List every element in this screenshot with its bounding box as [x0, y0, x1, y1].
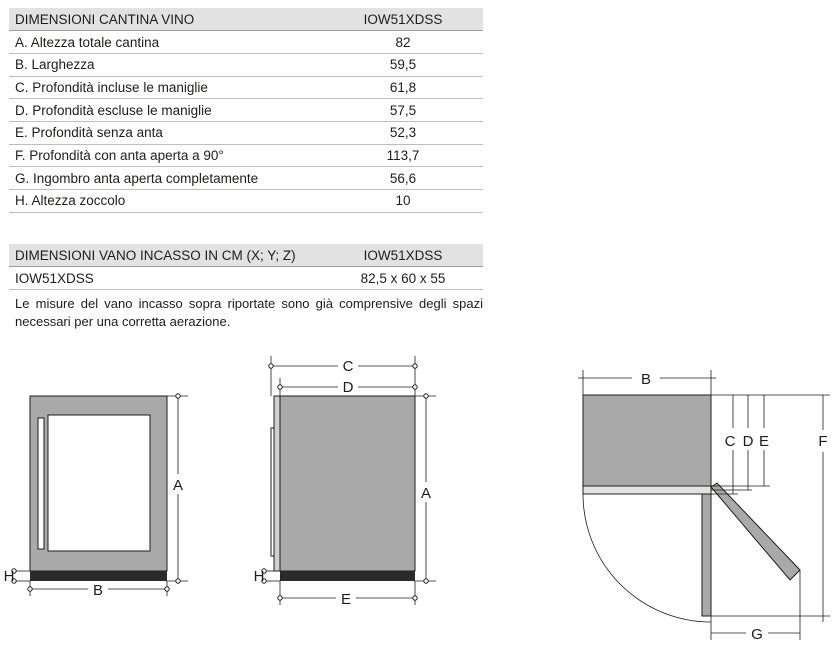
- row-value: 82,5 x 60 x 55: [323, 266, 483, 290]
- row-value: 56,6: [323, 166, 483, 190]
- side-view-drawing: C D A E H: [254, 356, 436, 608]
- row-label: IOW51XDSS: [9, 266, 323, 290]
- label-h: H: [4, 568, 15, 585]
- row-label: C. Profondità incluse le maniglie: [9, 76, 323, 100]
- label-e: E: [759, 433, 769, 450]
- top-view-drawing: B C D E F G: [578, 370, 830, 643]
- row-label: B. Larghezza: [9, 53, 323, 77]
- label-f: F: [818, 433, 827, 450]
- row-label: E. Profondità senza anta: [9, 121, 323, 145]
- label-a: A: [173, 477, 183, 494]
- row-value: 113,7: [323, 144, 483, 168]
- label-e: E: [341, 591, 351, 608]
- door-open-full: [710, 482, 801, 581]
- row-label: F. Profondità con anta aperta a 90°: [9, 144, 323, 168]
- label-d: D: [743, 433, 754, 450]
- door-open-90: [701, 493, 712, 617]
- plinth: [280, 571, 415, 581]
- ventilation-note: Le misure del vano incasso sopra riporta…: [15, 296, 483, 329]
- label-a: A: [421, 485, 431, 502]
- front-view-drawing: A B H: [4, 393, 188, 599]
- table-header-model: IOW51XDSS: [323, 8, 483, 32]
- table-header-label: DIMENSIONI CANTINA VINO: [9, 8, 323, 32]
- label-g: G: [751, 626, 763, 643]
- row-label: H. Altezza zoccolo: [9, 189, 323, 213]
- label-h: H: [254, 568, 265, 585]
- plinth: [30, 571, 167, 581]
- table-header-row: DIMENSIONI VANO INCASSO IN CM (X; Y; Z) …: [9, 244, 483, 268]
- label-b: B: [641, 371, 651, 388]
- door-edge: [273, 395, 281, 572]
- row-value: 52,3: [323, 121, 483, 145]
- label-d: D: [343, 379, 354, 396]
- label-c: C: [725, 433, 736, 450]
- row-value: 57,5: [323, 98, 483, 122]
- door-handle: [37, 417, 45, 550]
- door-closed: [582, 485, 712, 495]
- niche-dimensions-table: DIMENSIONI VANO INCASSO IN CM (X; Y; Z) …: [9, 244, 483, 290]
- label-b: B: [93, 582, 103, 599]
- row-value: 10: [323, 189, 483, 213]
- table-header-label: DIMENSIONI VANO INCASSO IN CM (X; Y; Z): [9, 244, 323, 268]
- row-label: A. Altezza totale cantina: [9, 30, 323, 54]
- table-row: F. Profondità con anta aperta a 90°113,7: [9, 144, 483, 168]
- table-header-model: IOW51XDSS: [323, 244, 483, 268]
- row-value: 82: [323, 30, 483, 54]
- cabinet-dimensions-table: DIMENSIONI CANTINA VINO IOW51XDSS A. Alt…: [9, 8, 483, 213]
- row-value: 59,5: [323, 53, 483, 77]
- row-label: G. Ingombro anta aperta completamente: [9, 166, 323, 190]
- row-label: D. Profondità escluse le maniglie: [9, 98, 323, 122]
- label-c: C: [343, 358, 354, 375]
- row-value: 61,8: [323, 76, 483, 100]
- table-header-row: DIMENSIONI CANTINA VINO IOW51XDSS: [9, 8, 483, 32]
- door-handle: [270, 427, 275, 557]
